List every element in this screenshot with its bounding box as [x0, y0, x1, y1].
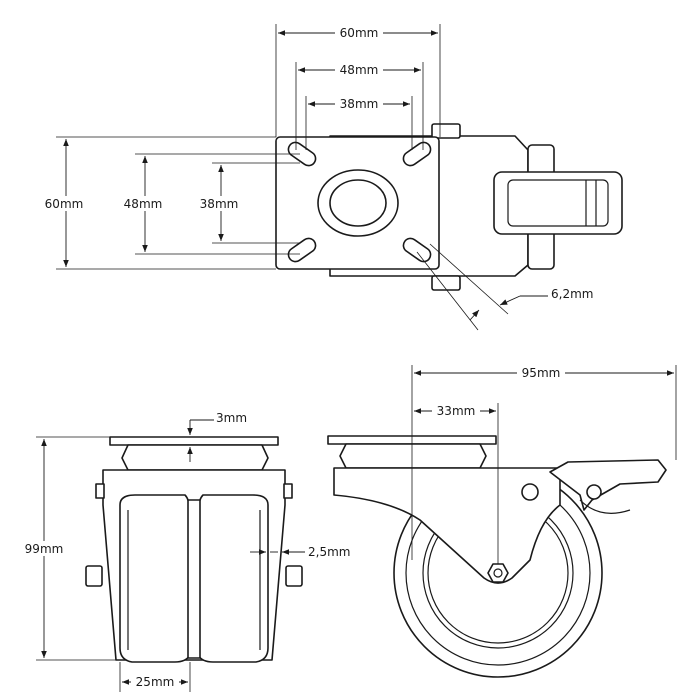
dim-left-hole-inner: 38mm: [200, 197, 239, 211]
dim-left-hole-span: 48mm: [124, 197, 163, 211]
dim-overall-length: 95mm: [522, 366, 561, 380]
side-swivel-head: [339, 443, 487, 469]
dim-top-hole-span: 48mm: [340, 63, 379, 77]
side-rivet: [283, 483, 293, 499]
right-wheel: [197, 494, 269, 663]
side-fork: [333, 467, 561, 584]
axle-nut-left: [85, 565, 103, 587]
dim-left-plate-height: 60mm: [45, 197, 84, 211]
top-view: 60mm 48mm 38mm 60mm 48mm 38mm 6,2mm: [42, 24, 623, 331]
dim-wheel-gap: 2,5mm: [308, 545, 350, 559]
mounting-slot: [287, 237, 317, 263]
center-axle-spacer: [187, 499, 201, 659]
mounting-slot: [402, 237, 432, 263]
front-view: 3mm 99mm 2,5mm 25mm: [20, 411, 350, 692]
top-nut: [431, 123, 461, 139]
brake-pivot: [521, 483, 539, 501]
dim-plate-thickness: 3mm: [216, 411, 247, 425]
dim-wheel-width: 25mm: [136, 675, 175, 689]
front-swivel-head: [121, 444, 269, 471]
dim-overall-height: 99mm: [25, 542, 64, 556]
brake-pedal: [493, 171, 623, 235]
dim-offset: 33mm: [437, 404, 476, 418]
dim-top-hole-inner: 38mm: [340, 97, 379, 111]
axle-nut-right: [285, 565, 303, 587]
front-top-plate: [109, 436, 279, 446]
dim-slot-width: 6,2mm: [551, 287, 593, 301]
mounting-slot: [402, 141, 432, 167]
side-axle-nut: [487, 563, 509, 583]
dim-top-plate-width: 60mm: [340, 26, 379, 40]
side-view: 95mm 33mm: [327, 365, 677, 678]
bottom-nut: [431, 275, 461, 291]
left-wheel: [119, 494, 191, 663]
side-rivet: [95, 483, 105, 499]
